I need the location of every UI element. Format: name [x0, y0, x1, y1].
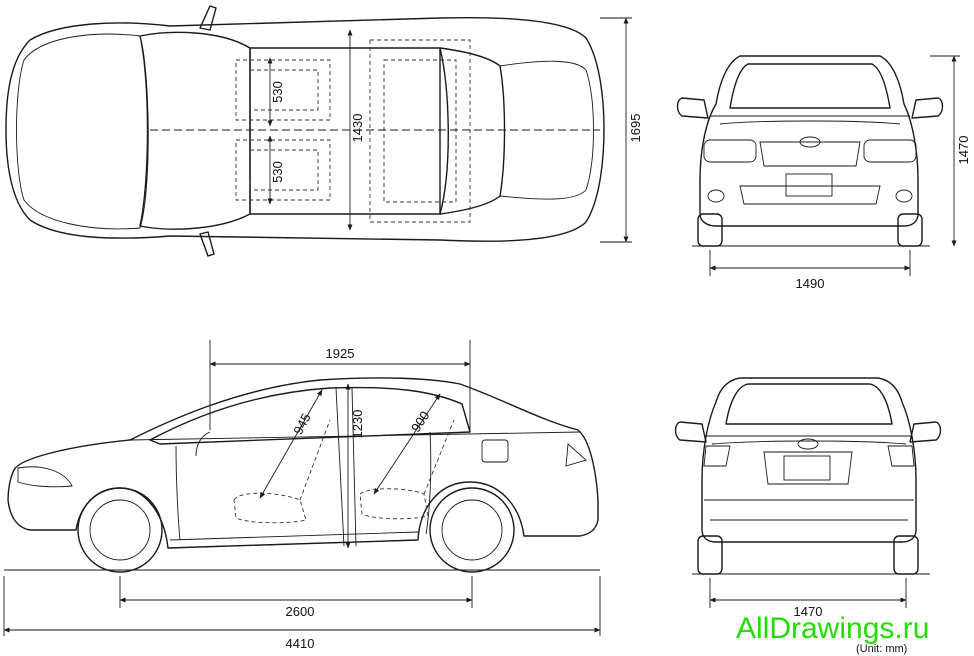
side-taillight: [565, 443, 587, 467]
front-view: 1470 1490: [676, 55, 971, 291]
rear-trunk-line: [706, 435, 912, 445]
side-headlight: [17, 466, 73, 488]
dim-front-height: 1470: [956, 136, 971, 165]
side-front-wheel: [89, 499, 151, 561]
top-front-seat-right: [235, 139, 331, 201]
rear-view: 1470: [674, 377, 942, 619]
side-front-tire: [77, 487, 163, 573]
front-emblem: [799, 136, 821, 148]
watermark-logo: AllDrawings.ru: [736, 612, 929, 645]
side-fuel-door: [481, 439, 509, 463]
top-front-seat-left: [235, 59, 331, 121]
rear-mirror-left: [674, 421, 707, 443]
side-rear-seat: [359, 419, 455, 520]
rear-window: [725, 383, 893, 425]
front-headlight-left: [703, 139, 757, 163]
side-rocker: [167, 531, 419, 549]
top-hood: [16, 33, 149, 230]
dim-rear-track: 1470: [794, 604, 823, 619]
dim-side-rear-headroom: 900: [408, 408, 432, 434]
dim-side-wheelbase: 2600: [286, 604, 315, 619]
front-foglight-right: [895, 189, 913, 203]
rear-mirror-right: [909, 421, 942, 443]
top-trunk: [499, 60, 594, 200]
unit-note: (Unit: mm): [856, 643, 907, 655]
side-view: 1925 945 1230 900 2600 4410: [3, 340, 601, 651]
top-body-outline: [5, 16, 605, 242]
side-body-outline: [7, 377, 599, 549]
front-body-outline: [699, 55, 919, 227]
rear-body-outline: [701, 377, 917, 543]
top-rear-seat: [369, 39, 471, 223]
side-greenhouse: [149, 386, 471, 445]
front-bumper-intake: [739, 185, 881, 205]
dim-top-overall-width: 1695: [628, 114, 643, 143]
front-mirror-left: [676, 97, 709, 119]
top-rear-window: [439, 47, 506, 215]
rear-plate-recess: [763, 451, 853, 485]
rear-license-plate: [783, 455, 831, 481]
dim-top-seat-rear: 530: [270, 161, 285, 183]
side-belt-line: [129, 431, 581, 441]
dim-side-front-headroom: 945: [290, 411, 313, 437]
side-b-pillar: [335, 387, 357, 547]
rear-bumper: [704, 499, 914, 521]
front-grille: [759, 141, 861, 167]
front-headlight-right: [863, 139, 917, 163]
dim-front-track: 1490: [796, 276, 825, 291]
dim-side-front-headroom-line: [259, 389, 323, 499]
top-mirror-left: [199, 5, 217, 31]
side-rear-door: [425, 431, 432, 535]
dim-side-interior-height: 1230: [350, 410, 365, 439]
dim-side-cabin-length: 1925: [326, 346, 355, 361]
side-rear-tire: [429, 487, 515, 573]
top-windshield: [139, 31, 251, 230]
front-license-plate: [785, 173, 833, 197]
side-front-door: [175, 431, 211, 541]
dim-top-seat-front: 530: [270, 81, 285, 103]
dim-top-interior-width: 1430: [350, 114, 365, 143]
front-hood-line: [710, 115, 910, 125]
front-foglight-left: [707, 189, 725, 203]
side-front-seat: [233, 419, 331, 524]
dim-side-rear-headroom-line: [373, 393, 441, 495]
front-tire-right: [897, 213, 923, 247]
front-windshield: [729, 63, 891, 109]
rear-emblem: [797, 438, 819, 450]
front-mirror-right: [911, 97, 944, 119]
side-rear-wheel: [441, 499, 503, 561]
rear-taillight-right: [887, 445, 915, 467]
rear-taillight-left: [703, 445, 731, 467]
top-view: 530 530 1430 1695: [5, 5, 643, 257]
dim-side-overall-length: 4410: [286, 636, 315, 651]
top-mirror-right: [199, 231, 215, 257]
